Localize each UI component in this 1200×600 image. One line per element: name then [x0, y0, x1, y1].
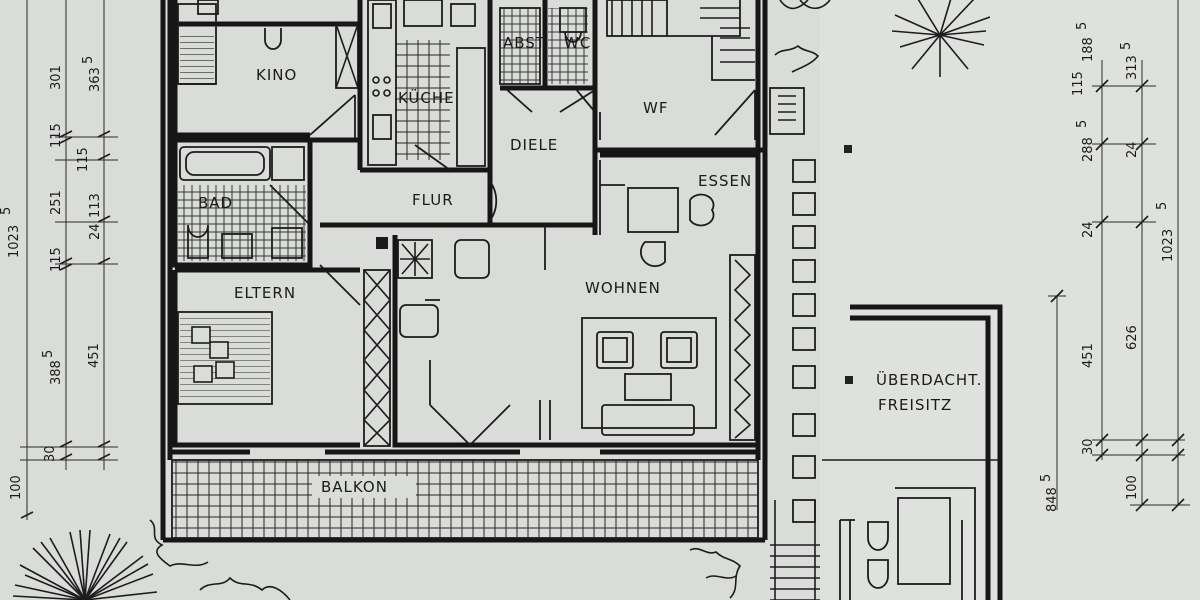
paper-right-shade	[820, 0, 1200, 600]
room-bad	[172, 137, 313, 268]
label-eltern: ELTERN	[234, 284, 296, 302]
dim-right-a-115: 115	[1071, 71, 1086, 96]
dim-right-a-100: 100	[1125, 475, 1140, 500]
room-kueche	[360, 0, 493, 173]
dim-left-mid-115: 115	[76, 147, 91, 172]
dim-left-inner-301: 301	[49, 65, 64, 90]
dim-right-b-188-sup: 5	[1075, 22, 1090, 30]
label-essen: ESSEN	[698, 172, 752, 190]
room-abst-wc	[499, 0, 596, 113]
label-abst: ABST	[503, 34, 546, 52]
label-balkon: BALKON	[321, 478, 388, 496]
dim-left-total-sup: 5	[0, 207, 14, 215]
room-eltern	[172, 267, 392, 448]
dim-right-b-188: 188	[1081, 37, 1096, 62]
right-dimension-lines	[1048, 0, 1190, 512]
exterior-walls	[160, 0, 768, 543]
dim-left-outer-388-sup: 5	[41, 350, 56, 358]
dim-right-a-288: 288	[1081, 137, 1096, 162]
right-dimension-labels: 1023 5 115 288 5 24 626 30 100 188 5 313…	[1039, 22, 1176, 512]
dim-right-c-451: 451	[1081, 343, 1096, 368]
plant-bottom-shrubs	[149, 519, 742, 600]
dim-right-total-sup: 5	[1155, 202, 1170, 210]
label-kueche: KÜCHE	[398, 88, 455, 107]
label-wf: WF	[643, 99, 668, 117]
label-wc: WC	[564, 34, 591, 52]
label-freisitz-line2: FREISITZ	[878, 396, 952, 414]
left-dimension-labels: 1023 5 301 115 251 115 451 30 100 363 5 …	[0, 56, 103, 500]
dim-left-inner-451: 451	[87, 343, 102, 368]
room-wohnen-essen	[392, 152, 758, 448]
plant-top-shrub	[774, 0, 831, 73]
dim-right-24b: 24	[1125, 141, 1140, 158]
dim-left-inner-30: 30	[43, 445, 58, 462]
dim-left-mid-24: 24	[88, 223, 103, 240]
label-freisitz-line1: ÜBERDACHT.	[876, 370, 982, 389]
plant-bottom-left	[12, 529, 158, 600]
dim-left-outer-388: 388	[49, 360, 64, 385]
label-kino: KINO	[256, 66, 297, 84]
dim-right-total: 1023	[1161, 229, 1176, 262]
covered-terrace	[822, 304, 1003, 600]
dim-right-d-848-sup: 5	[1039, 474, 1054, 482]
exterior-right	[769, 87, 853, 600]
label-flur: FLUR	[412, 191, 454, 209]
dim-left-outer-363-sup: 5	[81, 56, 96, 64]
dim-right-d-848: 848	[1045, 487, 1060, 512]
dim-right-b-313: 313	[1125, 55, 1140, 80]
room-balkon	[171, 449, 759, 539]
dim-left-inner-100: 100	[9, 475, 24, 500]
dim-left-inner-251: 251	[49, 190, 64, 215]
label-bad: BAD	[198, 194, 233, 212]
dim-right-b-313-sup: 5	[1119, 42, 1134, 50]
dim-left-outer-363: 363	[88, 67, 103, 92]
room-diele	[487, 150, 598, 270]
dim-left-inner-115b: 115	[49, 247, 64, 272]
label-wohnen: WOHNEN	[585, 279, 661, 297]
dim-right-a-626: 626	[1125, 325, 1140, 350]
plant-top-right	[891, 0, 991, 77]
dim-left-total: 1023	[7, 225, 22, 258]
left-dimension-lines	[20, 0, 118, 520]
label-diele: DIELE	[510, 136, 558, 154]
room-labels: KINO KÜCHE ABST WC WF DIELE ESSEN FLUR B…	[198, 34, 982, 496]
dim-left-mid-113: 113	[88, 193, 103, 218]
dim-left-inner-115a: 115	[49, 123, 64, 148]
room-flur	[307, 137, 498, 306]
dim-right-a-24a: 24	[1081, 221, 1096, 238]
dim-right-a-288-sup: 5	[1075, 120, 1090, 128]
dim-right-a-30: 30	[1081, 438, 1096, 455]
